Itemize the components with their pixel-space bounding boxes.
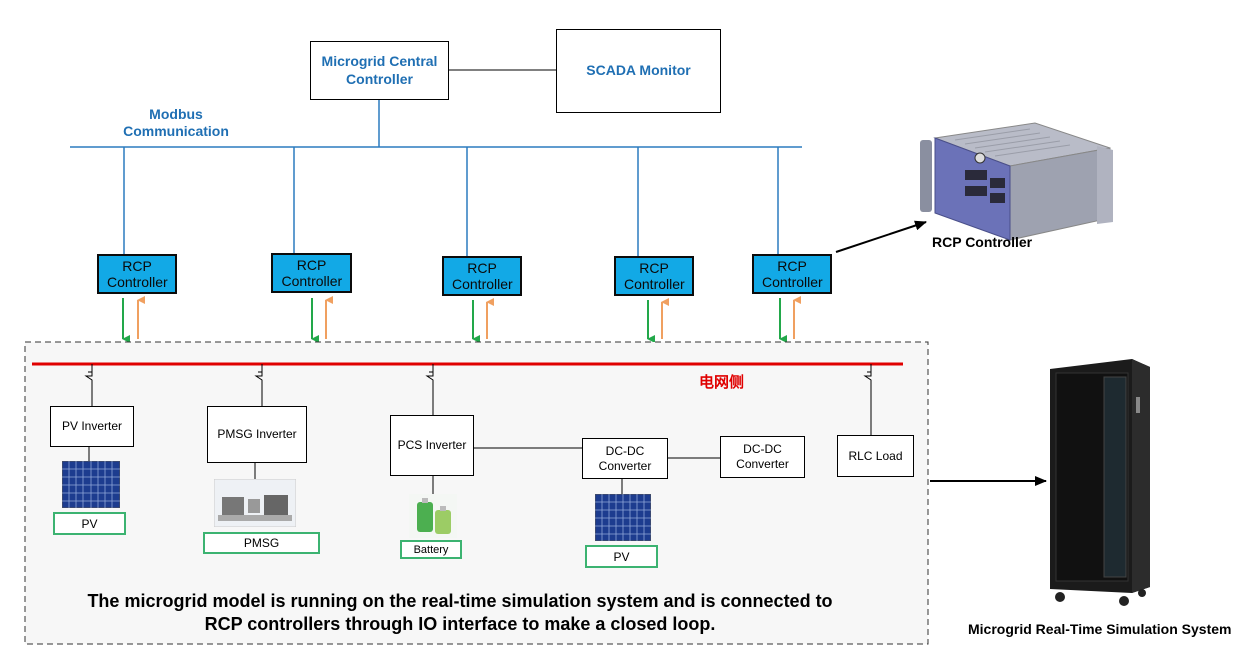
solar-panel-icon bbox=[595, 494, 651, 541]
pcs-inverter-box: PCS Inverter bbox=[390, 415, 474, 476]
simulation-system-label: Microgrid Real-Time Simulation System bbox=[968, 621, 1232, 637]
solar-panel-icon bbox=[62, 461, 120, 508]
scada-monitor-box: SCADA Monitor bbox=[556, 29, 721, 113]
breaker-drops bbox=[84, 364, 872, 435]
scada-monitor-label: SCADA Monitor bbox=[586, 62, 691, 79]
pmsg-inverter-box: PMSG Inverter bbox=[207, 406, 307, 463]
pv-2-label: PV bbox=[585, 545, 658, 568]
rcp-controller-3: RCP Controller bbox=[442, 256, 522, 296]
rcp-controller-label: RCP Controller bbox=[762, 257, 823, 290]
rlc-load-label: RLC Load bbox=[848, 448, 903, 463]
rcp-controller-label: RCP Controller bbox=[452, 259, 513, 292]
rcp-hardware-label: RCP Controller bbox=[932, 234, 1033, 250]
rcp-controller-1: RCP Controller bbox=[97, 254, 177, 294]
pmsg-label: PMSG bbox=[203, 532, 320, 554]
pv-1-label: PV bbox=[53, 512, 126, 535]
central-controller-box: Microgrid Central Controller bbox=[310, 41, 449, 100]
modbus-label: Modbus Communication bbox=[123, 106, 229, 139]
rcp-controller-5: RCP Controller bbox=[752, 254, 832, 294]
rcp-controller-label: RCP Controller bbox=[281, 256, 343, 289]
pmsg-machine-icon bbox=[214, 479, 296, 527]
rcp-controller-4: RCP Controller bbox=[614, 256, 694, 296]
simulation-boundary bbox=[24, 341, 929, 645]
dcdc-converter-2-box: DC-DC Converter bbox=[720, 436, 805, 478]
pmsg-inverter-label: PMSG Inverter bbox=[217, 427, 297, 441]
arrow-to-rcp-hardware bbox=[835, 220, 927, 253]
caption-line-1: The microgrid model is running on the re… bbox=[87, 591, 833, 611]
rcp-controller-2: RCP Controller bbox=[271, 253, 352, 293]
battery-label: Battery bbox=[400, 540, 462, 559]
rlc-load-box: RLC Load bbox=[837, 435, 914, 477]
dcdc-converter-1-box: DC-DC Converter bbox=[582, 438, 668, 479]
dcdc-converter-2-label: DC-DC Converter bbox=[736, 442, 789, 471]
battery-icon bbox=[409, 494, 457, 538]
io-arrows bbox=[122, 296, 801, 343]
pv-inverter-label: PV Inverter bbox=[61, 419, 123, 433]
rcp-controller-hardware-image bbox=[920, 122, 1113, 241]
simulation-rack-image bbox=[1050, 359, 1150, 606]
central-controller-label: Microgrid Central Controller bbox=[321, 53, 438, 87]
dcdc-converter-1-label: DC-DC Converter bbox=[598, 443, 652, 473]
pcs-inverter-label: PCS Inverter bbox=[397, 438, 467, 452]
rcp-controller-label: RCP Controller bbox=[624, 259, 685, 292]
pv-inverter-box: PV Inverter bbox=[50, 406, 134, 447]
rcp-controller-label: RCP Controller bbox=[107, 257, 168, 290]
diagram-caption: The microgrid model is running on the re… bbox=[40, 590, 880, 635]
grid-side-label: 电网侧 bbox=[699, 374, 745, 391]
caption-line-2: RCP controllers through IO interface to … bbox=[204, 613, 716, 634]
